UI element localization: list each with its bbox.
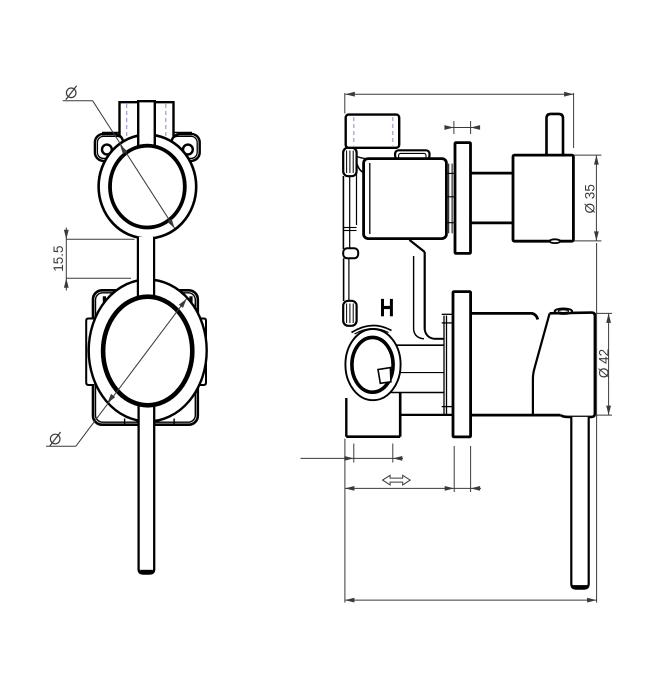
svg-text:Ø 35: Ø 35: [582, 184, 597, 213]
svg-text:15.5: 15.5: [51, 245, 66, 271]
svg-text:Ø 42: Ø 42: [597, 349, 612, 378]
